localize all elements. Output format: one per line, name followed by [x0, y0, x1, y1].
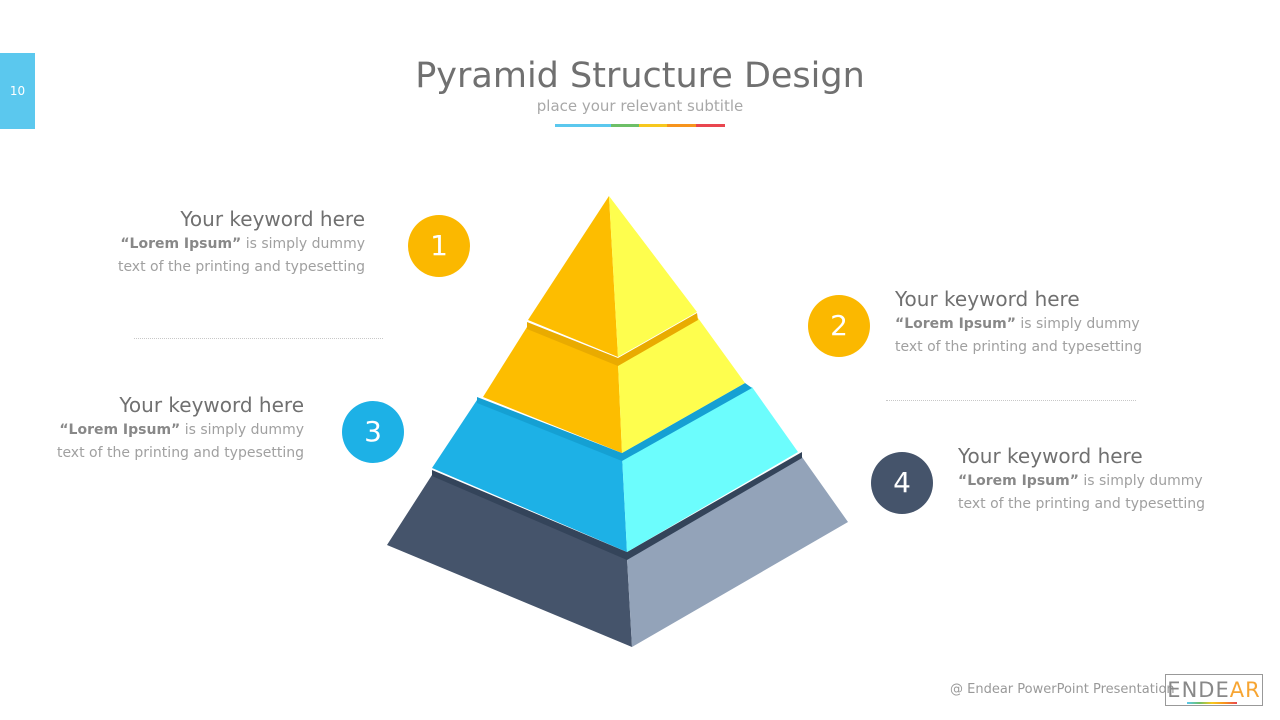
tier1-left [528, 196, 618, 357]
keyword-1: Your keyword here [180, 207, 365, 231]
number-badge-1: 1 [408, 215, 470, 277]
desc-line2: text of the printing and typesetting [117, 259, 365, 275]
tier2-left [483, 327, 622, 453]
desc-bold: “Lorem Ipsum” [958, 473, 1079, 489]
accent-bar-green [611, 124, 639, 127]
desc-bold: “Lorem Ipsum” [895, 316, 1016, 332]
desc-bold: “Lorem Ipsum” [120, 236, 242, 252]
tier2-right [618, 318, 745, 453]
divider-left [134, 338, 383, 339]
tier2-ledge [527, 313, 698, 366]
page-subtitle: place your relevant subtitle [536, 97, 744, 115]
footer-text: @ Endear PowerPoint Presentation [950, 682, 1175, 697]
tier4-left [387, 475, 632, 647]
endear-logo: ENDEAR [1165, 674, 1263, 706]
number-badge-2: 2 [808, 295, 870, 357]
accent-bar-red [696, 124, 725, 127]
desc-line2: text of the printing and typesetting [895, 339, 1143, 355]
text-block-1: Your keyword here “Lorem Ipsum” is simpl… [118, 207, 365, 279]
desc-rest: is simply dummy [241, 236, 365, 252]
page-title: Pyramid Structure Design [415, 56, 865, 96]
number-badge-3: 3 [342, 401, 404, 463]
tier1-right [609, 196, 697, 357]
tier3-right [622, 387, 798, 552]
accent-bar-blue [555, 124, 611, 127]
logo-underline [1187, 702, 1237, 704]
keyword-2: Your keyword here [895, 287, 1080, 311]
accent-bar-yellow [639, 124, 667, 127]
accent-bar-orange [667, 124, 696, 127]
keyword-3: Your keyword here [119, 393, 304, 417]
logo-accent: AR [1229, 678, 1261, 702]
tier3-left [432, 400, 627, 552]
tier4-ledge [432, 452, 802, 560]
text-block-4: Your keyword here “Lorem Ipsum” is simpl… [958, 444, 1205, 516]
logo-main: ENDE [1167, 678, 1230, 702]
keyword-4: Your keyword here [958, 444, 1143, 468]
slide-number: 10 [0, 53, 35, 129]
tier4-right [627, 457, 848, 647]
desc-bold: “Lorem Ipsum” [59, 422, 181, 438]
desc-line2: text of the printing and typesetting [958, 496, 1206, 512]
desc-rest: is simply dummy [180, 422, 304, 438]
desc-line2: text of the printing and typesetting [56, 445, 304, 461]
divider-right [886, 400, 1136, 401]
tier3-ledge [477, 383, 752, 461]
text-block-3: Your keyword here “Lorem Ipsum” is simpl… [57, 393, 304, 465]
desc-rest: is simply dummy [1015, 316, 1140, 332]
text-block-2: Your keyword here “Lorem Ipsum” is simpl… [895, 287, 1142, 359]
desc-rest: is simply dummy [1078, 473, 1203, 489]
number-badge-4: 4 [871, 452, 933, 514]
